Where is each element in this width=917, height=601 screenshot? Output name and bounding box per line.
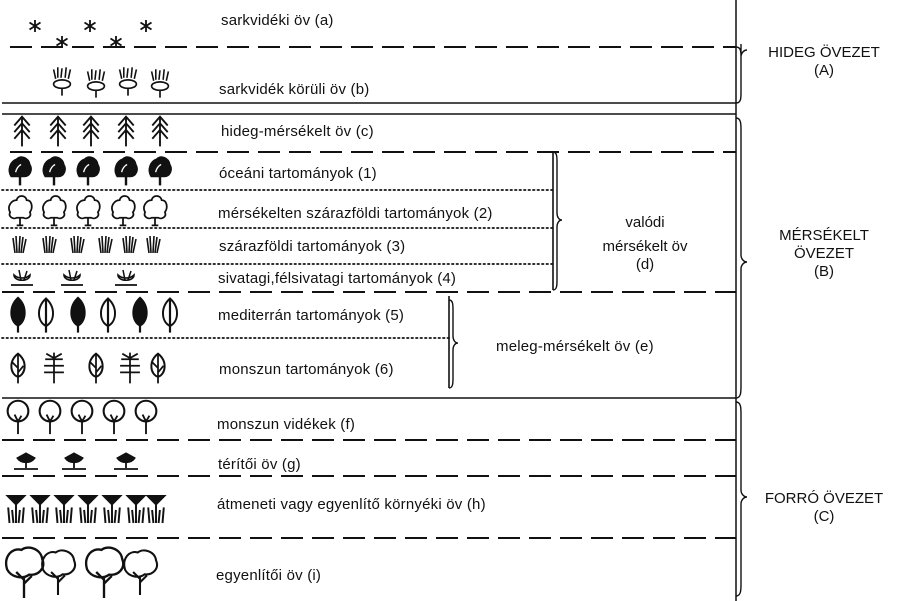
group-label-d: valódi mérsékelt öv (d) [590,214,700,274]
deciduous-tree-dark-icon [9,157,31,185]
conifer-tree-icon [118,117,133,147]
mediterranean-tree-icon [39,299,53,333]
zone-temperate-line2: ÖVEZET [756,245,892,263]
rainforest-tree-icon [124,550,157,595]
savanna-grass-tree-icon [127,496,145,523]
zone-label-hot: FORRÓ ÖVEZET (C) [756,490,892,526]
conifer-tree-icon [152,117,167,147]
tundra-shrub-icon [54,67,71,95]
tundra-shrub-icon [120,67,137,95]
rainforest-tree-icon [86,548,123,598]
steppe-grass-icon [147,236,160,253]
desert-shrub-icon [11,270,33,285]
province-label-6: monszun tartományok (6) [219,361,394,378]
belt-label-f: monszun vidékek (f) [217,416,355,433]
zone-hot-line1: FORRÓ ÖVEZET [756,490,892,508]
snowflake-star-icon [85,20,96,32]
steppe-grass-icon [123,236,136,253]
monsoon-tree-icon [151,354,164,384]
mediterranean-tree-icon [163,299,177,333]
tropical-desert-shrub-icon [114,453,138,469]
deciduous-tree-outline-icon [9,196,32,225]
savanna-tree-icon [136,401,157,434]
deciduous-tree-dark-icon [149,157,171,185]
steppe-grass-icon [99,236,112,253]
zone-cold-line2: (A) [756,62,892,80]
rainforest-tree-icon [42,550,75,595]
desert-shrub-icon [115,270,137,285]
mediterranean-tree-icon [71,297,85,332]
monsoon-tree-icon [44,353,64,384]
snowflake-star-icon [30,20,41,32]
monsoon-tree-icon [89,354,102,384]
belt-label-b: sarkvidék körüli öv (b) [219,81,369,98]
tropical-desert-shrub-icon [62,453,86,469]
zone-hot-line2: (C) [756,508,892,526]
province-label-4: sivatagi,félsivatagi tartományok (4) [218,270,456,287]
deciduous-tree-outline-icon [144,196,167,225]
belt-label-h: átmeneti vagy egyenlítő környéki öv (h) [217,496,486,513]
mediterranean-tree-icon [133,297,147,332]
steppe-grass-icon [71,236,84,253]
tropical-desert-shrub-icon [14,453,38,469]
savanna-tree-icon [72,401,93,434]
conifer-tree-icon [14,117,29,147]
mediterranean-tree-icon [101,299,115,333]
group-d-line1: valódi [590,214,700,232]
rainforest-tree-icon [6,548,43,598]
zone-temperate-line1: MÉRSÉKELT [756,227,892,245]
tundra-shrub-icon [88,69,105,97]
savanna-grass-tree-icon [7,496,25,523]
savanna-tree-icon [40,401,61,434]
province-label-1: óceáni tartományok (1) [219,165,377,182]
province-label-5: mediterrán tartományok (5) [218,307,404,324]
deciduous-tree-dark-icon [77,157,99,185]
savanna-tree-icon [8,401,29,434]
tundra-shrub-icon [152,69,169,97]
conifer-tree-icon [50,117,65,147]
savanna-tree-icon [104,401,125,434]
desert-shrub-icon [61,270,83,285]
zone-label-cold: HIDEG ÖVEZET (A) [756,44,892,80]
deciduous-tree-outline-icon [112,196,135,225]
group-label-e: meleg-mérsékelt öv (e) [496,338,654,355]
zone-label-temperate: MÉRSÉKELT ÖVEZET (B) [756,227,892,281]
deciduous-tree-dark-icon [115,157,137,185]
savanna-grass-tree-icon [147,496,165,523]
deciduous-tree-dark-icon [43,157,65,185]
zone-temperate-line3: (B) [756,263,892,281]
savanna-grass-tree-icon [103,496,121,523]
zone-cold-line1: HIDEG ÖVEZET [756,44,892,62]
mediterranean-tree-icon [11,297,25,332]
savanna-grass-tree-icon [55,496,73,523]
deciduous-tree-outline-icon [43,196,66,225]
belt-label-a: sarkvidéki öv (a) [221,12,334,29]
steppe-grass-icon [43,236,56,253]
steppe-grass-icon [13,236,26,253]
province-label-3: szárazföldi tartományok (3) [219,238,405,255]
monsoon-tree-icon [120,353,140,384]
savanna-grass-tree-icon [31,496,49,523]
group-d-line3: (d) [590,256,700,274]
province-label-2: mérsékelten szárazföldi tartományok (2) [218,205,493,222]
monsoon-tree-icon [11,354,24,384]
snowflake-star-icon [141,20,152,32]
belt-label-c: hideg-mérsékelt öv (c) [221,123,374,140]
conifer-tree-icon [83,117,98,147]
belt-label-g: térítői öv (g) [218,456,301,473]
belt-label-i: egyenlítői öv (i) [216,567,321,584]
group-d-line2: mérsékelt öv [590,238,700,256]
savanna-grass-tree-icon [79,496,97,523]
deciduous-tree-outline-icon [77,196,100,225]
